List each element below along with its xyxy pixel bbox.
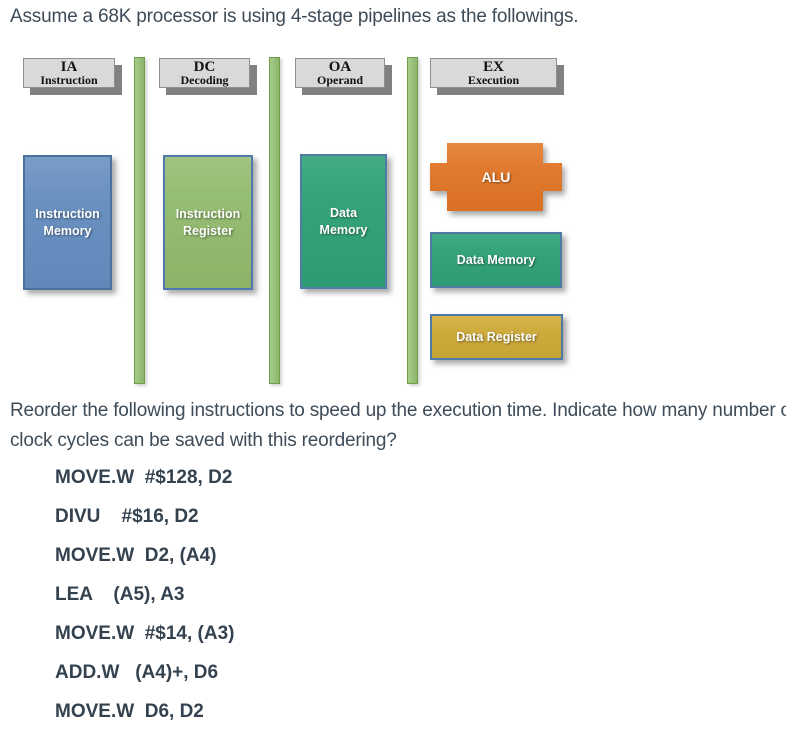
- data-memory-block-execution: Data Memory: [430, 232, 562, 288]
- stage-abbr: OA: [328, 59, 352, 75]
- stage-abbr: IA: [60, 59, 78, 75]
- data-memory-block-operand: Data Memory: [300, 154, 387, 289]
- question-line-1: Reorder the following instructions to sp…: [10, 400, 786, 421]
- alu-block: ALU: [430, 143, 562, 211]
- stage-divider-bar: [134, 57, 145, 384]
- alu-shape: ALU: [430, 143, 562, 211]
- asm-instruction: MOVE.W D2, (A4): [55, 545, 217, 566]
- stage-name: Operand: [316, 73, 363, 87]
- stage-header-ex: EX Execution: [430, 58, 557, 88]
- stage-header-oa: OA Operand: [295, 58, 385, 88]
- question-text: Reorder the following instructions to sp…: [10, 396, 786, 456]
- asm-instruction: MOVE.W D6, D2: [55, 701, 204, 722]
- stage-abbr: EX: [483, 59, 504, 75]
- data-register-block: Data Register: [430, 314, 563, 360]
- stage-name: Instruction: [40, 73, 98, 87]
- page-title: Assume a 68K processor is using 4-stage …: [10, 6, 579, 27]
- stage-divider-bar: [407, 57, 418, 384]
- stage-name: Decoding: [180, 73, 229, 87]
- asm-instruction: MOVE.W #$128, D2: [55, 467, 233, 488]
- stage-abbr: DC: [193, 59, 216, 75]
- stage-header-dc: DC Decoding: [159, 58, 250, 88]
- instruction-memory-block: Instruction Memory: [23, 155, 112, 290]
- instruction-register-block: Instruction Register: [163, 155, 253, 290]
- asm-instruction: MOVE.W #$14, (A3): [55, 623, 235, 644]
- asm-instruction: ADD.W (A4)+, D6: [55, 662, 219, 683]
- stage-header-ia: IA Instruction: [23, 58, 115, 88]
- instruction-listing: MOVE.W #$128, D2 DIVU #$16, D2 MOVE.W D2…: [55, 458, 235, 731]
- stage-name: Execution: [467, 73, 520, 87]
- asm-instruction: LEA (A5), A3: [55, 584, 185, 605]
- asm-instruction: DIVU #$16, D2: [55, 506, 199, 527]
- stage-divider-bar: [269, 57, 280, 384]
- question-line-2: clock cycles can be saved with this reor…: [10, 430, 397, 451]
